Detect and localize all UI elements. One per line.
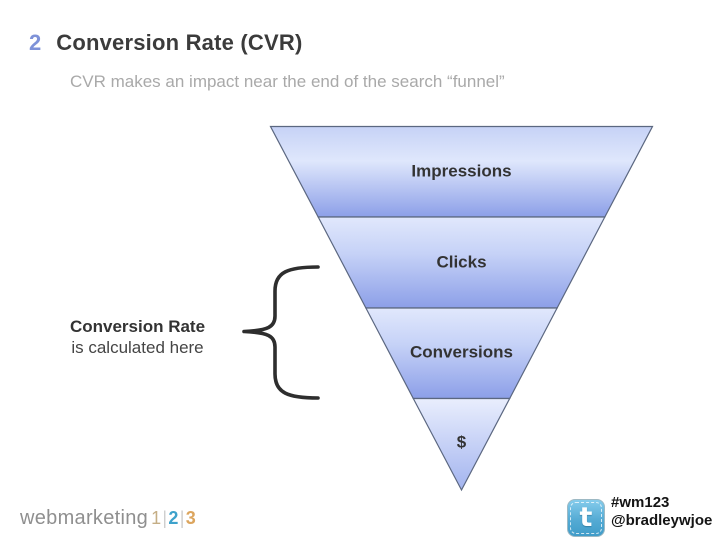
- twitter-hashtag: #wm123: [611, 494, 670, 511]
- slide-header: 2 Conversion Rate (CVR): [29, 30, 302, 56]
- funnel-segment-dollar: [412, 397, 511, 492]
- annotation-conversion-rate: Conversion Rate is calculated here: [30, 316, 245, 358]
- twitter-icon: t: [567, 499, 605, 537]
- annotation-line2: is calculated here: [71, 338, 204, 357]
- twitter-icon-stitch-border: [570, 502, 602, 534]
- logo-digit-1: 1: [151, 508, 162, 528]
- funnel-label-clicks: Clicks: [436, 252, 486, 271]
- annotation-line1: Conversion Rate: [69, 317, 206, 336]
- funnel-label-dollar: $: [457, 432, 467, 451]
- funnel-label-impressions: Impressions: [411, 161, 511, 180]
- twitter-handle: @bradleywjoe: [611, 512, 713, 529]
- curly-brace: [242, 265, 320, 400]
- slide-number: 2: [29, 30, 42, 55]
- logo-digit-2: 2: [168, 508, 179, 528]
- slide-subtitle: CVR makes an impact near the end of the …: [70, 72, 505, 91]
- twitter-bird-glyph: t: [579, 501, 593, 533]
- logo-separator-1: |: [162, 508, 168, 528]
- twitter-info: #wm123 @bradleywjoe: [611, 494, 712, 530]
- page-title: Conversion Rate (CVR): [56, 30, 303, 55]
- logo-digit-3: 3: [185, 508, 197, 528]
- logo-separator-2: |: [179, 508, 185, 528]
- funnel-label-conversions: Conversions: [410, 342, 513, 361]
- logo-word: webmarketing: [20, 507, 149, 529]
